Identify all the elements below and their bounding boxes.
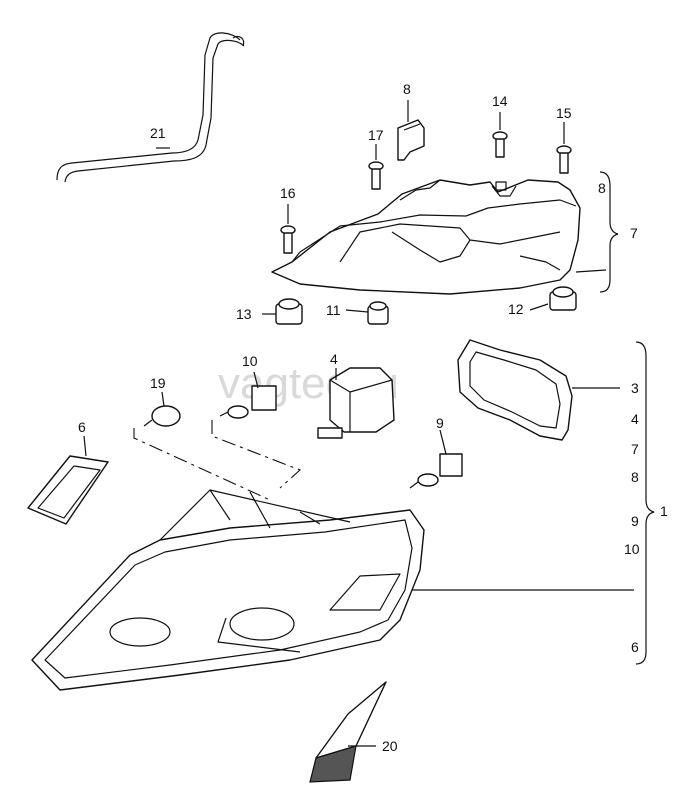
clip-part-11	[367, 301, 389, 325]
screw-part-16	[280, 225, 296, 254]
screw-part-17	[368, 161, 384, 190]
bulb-part-19	[143, 405, 181, 427]
callout-16: 16	[280, 185, 296, 201]
group-main-item-9: 9	[631, 513, 639, 529]
callout-14: 14	[492, 93, 508, 109]
callout-11: 11	[326, 302, 341, 318]
mounting-bracket-assembly	[271, 179, 581, 295]
group-main-item-8: 8	[631, 469, 639, 485]
callout-13: 13	[236, 306, 252, 322]
group-main-bracket-1: 1	[660, 503, 668, 519]
group-upper-item-8: 8	[598, 180, 606, 196]
callout-19: 19	[150, 375, 166, 391]
callout-labels: 21 8 14 15 17 16 13 11 12 10 4 19 6 9 20…	[78, 81, 668, 754]
bulb-part-10	[219, 385, 277, 419]
assembly-lines	[133, 420, 302, 501]
group-main-item-7: 7	[631, 441, 639, 457]
callout-10: 10	[242, 353, 258, 369]
headlamp-housing	[31, 489, 425, 691]
callout-4: 4	[330, 351, 338, 367]
callout-8: 8	[403, 81, 411, 97]
callout-12: 12	[508, 301, 524, 317]
ring-part-6	[27, 455, 109, 525]
clip-part-8	[397, 119, 425, 161]
callout-9: 9	[436, 415, 444, 431]
callout-21: 21	[150, 125, 166, 141]
group-main-item-6: 6	[631, 639, 639, 655]
bulb-part-9	[409, 453, 463, 489]
callout-6: 6	[78, 419, 86, 435]
gasket-part-3	[457, 339, 573, 441]
group-main-item-4: 4	[631, 411, 639, 427]
screw-part-14	[492, 131, 508, 158]
module-part-4	[317, 367, 395, 439]
group-main-item-10: 10	[624, 541, 640, 557]
clip-part-12	[549, 286, 577, 311]
leader-lines	[83, 100, 655, 747]
clip-part-13	[275, 298, 303, 325]
group-main-item-3: 3	[631, 380, 639, 396]
label-part-20	[309, 681, 387, 783]
callout-20: 20	[382, 738, 398, 754]
callout-15: 15	[556, 105, 572, 121]
hose-part-21	[56, 32, 245, 183]
screw-part-15	[556, 145, 572, 174]
group-upper-bracket-7: 7	[630, 225, 638, 241]
callout-17: 17	[368, 127, 384, 143]
